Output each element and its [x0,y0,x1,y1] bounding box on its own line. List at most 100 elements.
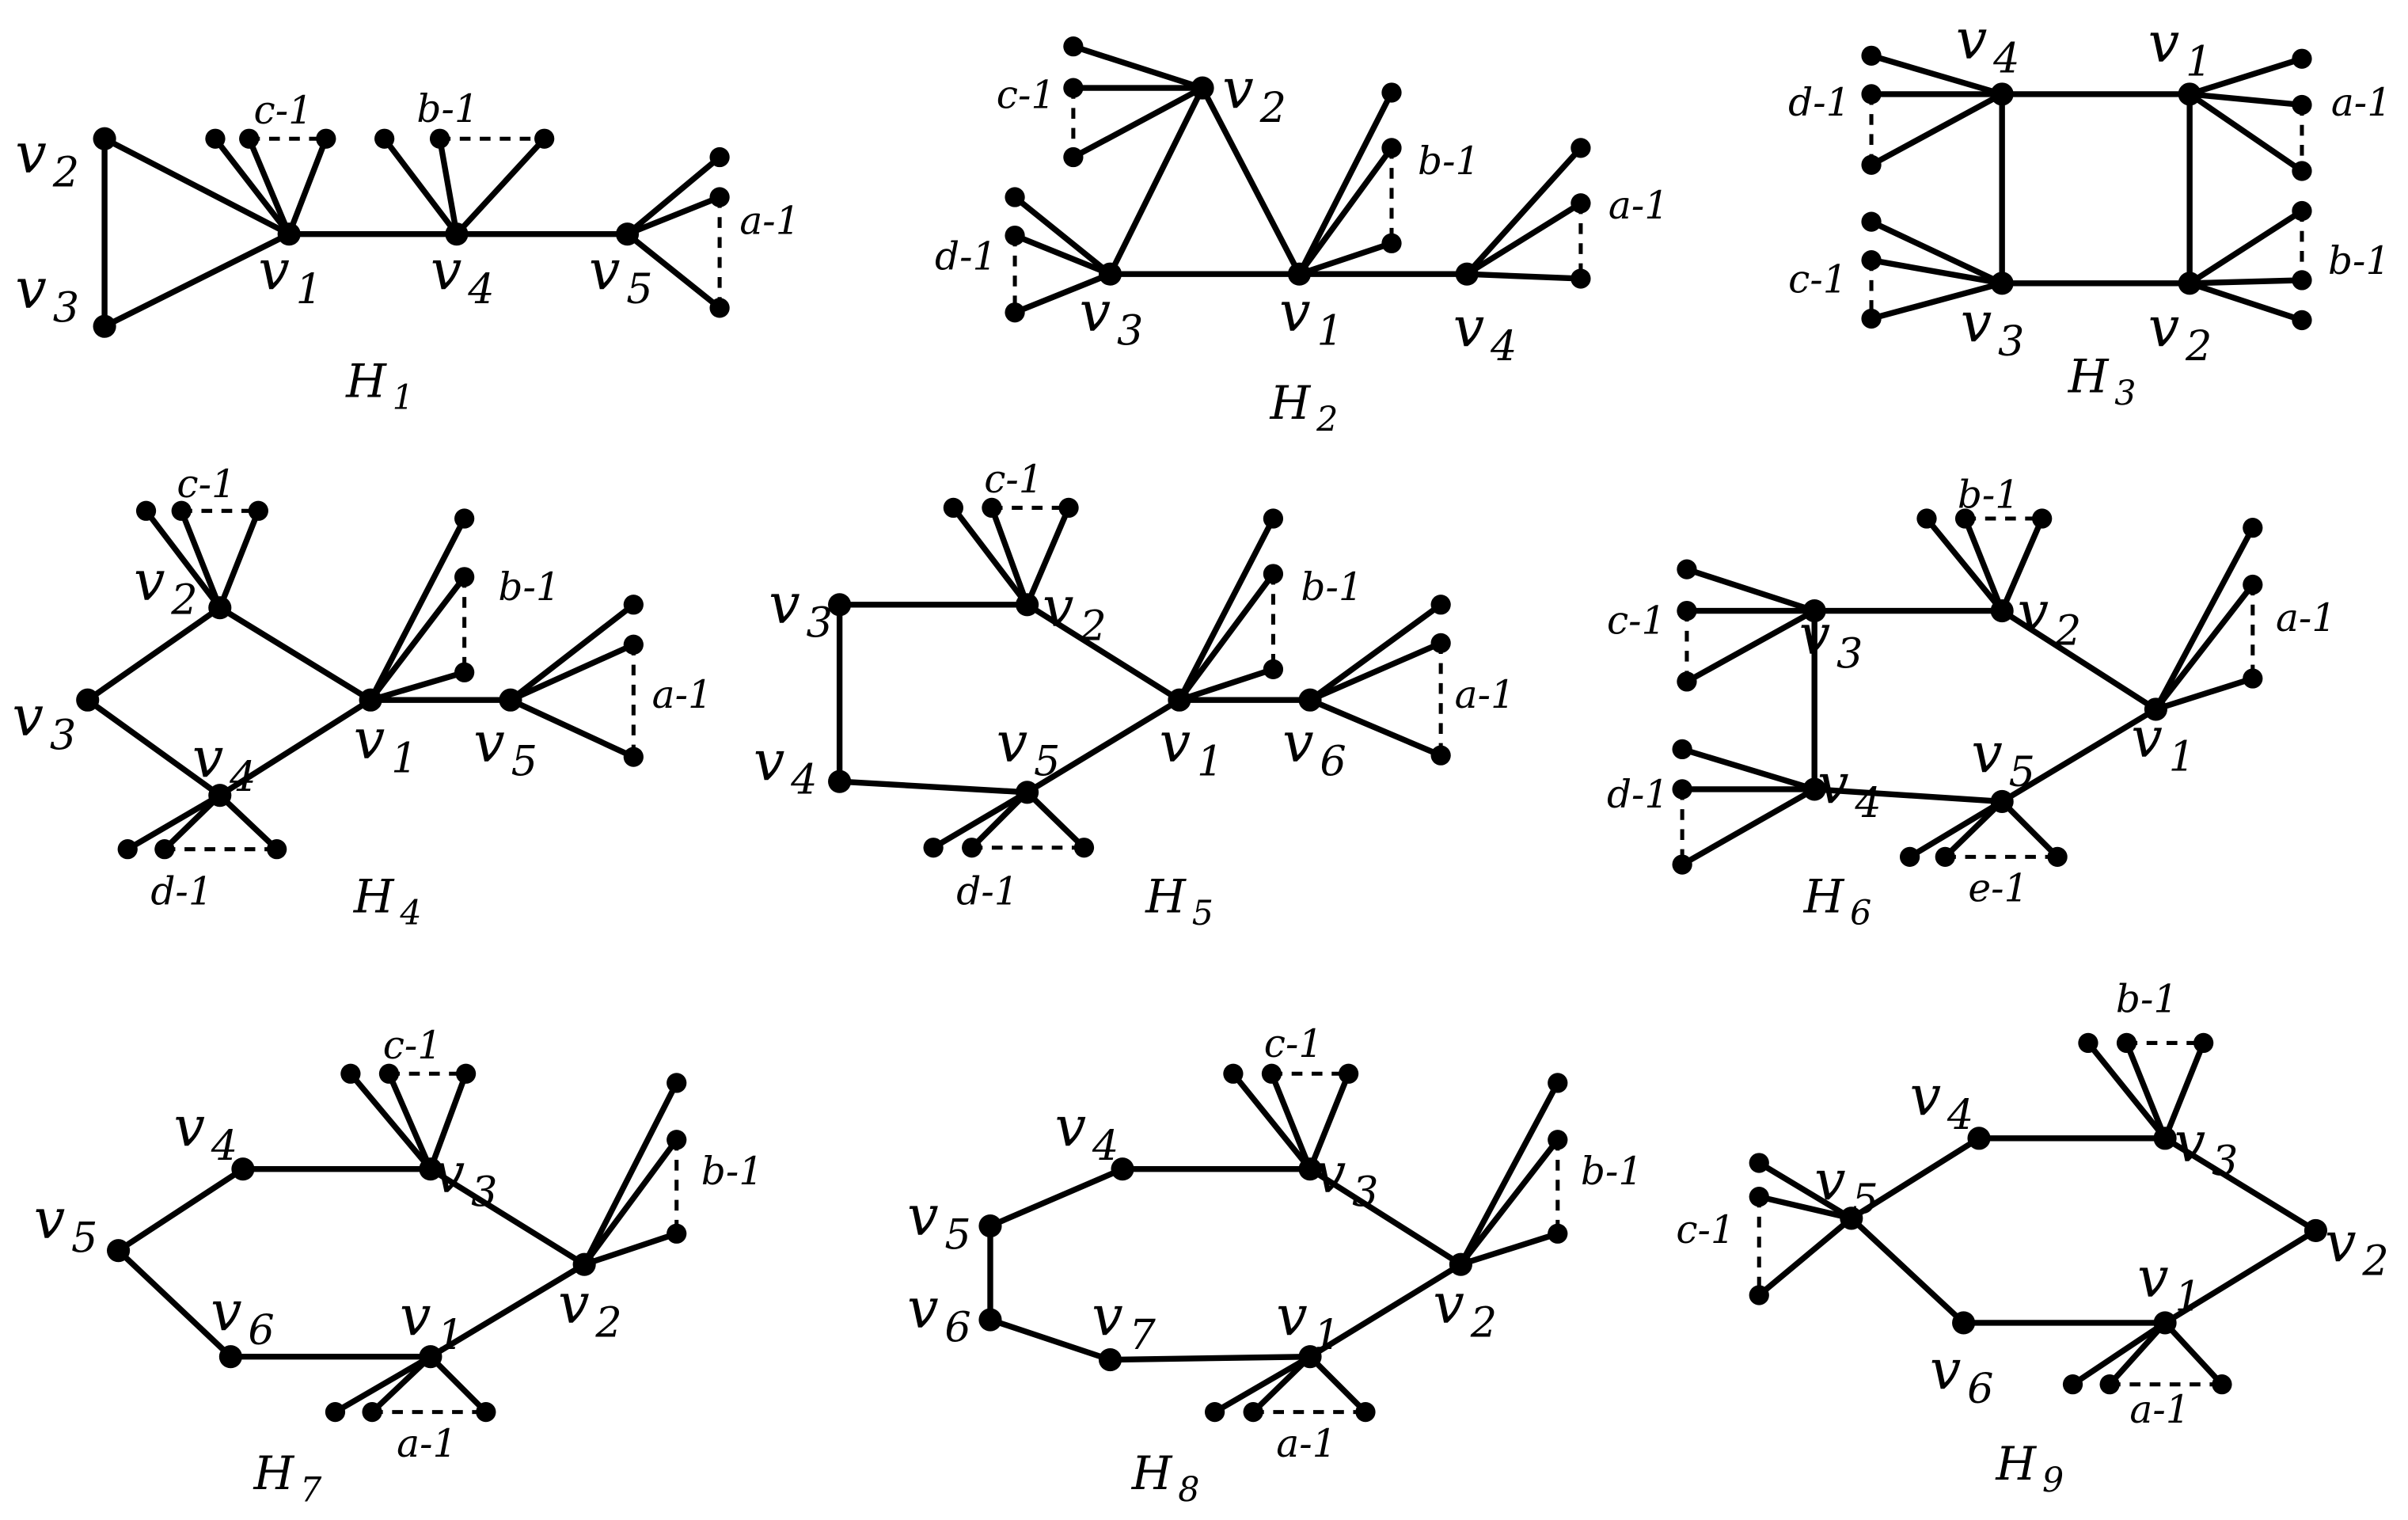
vertex-label-letter: v [1453,295,1485,359]
pendant-node [1861,211,1882,232]
pendant-node [1935,846,1955,868]
vertex-node [1098,1348,1122,1372]
pendant-node [1548,1130,1568,1150]
vertex-label-subscript: 2 [2054,606,2081,655]
vertex-label-letter: v [1971,722,2003,786]
pendant-count-label: c-1 [1676,1208,1734,1252]
pendant-node [1749,1187,1769,1207]
pendant-node [1223,1063,1244,1084]
pendant-node [667,1073,687,1093]
vertex-label-letter: v [1276,1285,1308,1349]
vertex-node [231,1157,255,1181]
vertex-label-subscript: 5 [511,737,537,785]
graph-edge [115,1247,234,1360]
pendant-node [2292,200,2312,222]
graph-edge [1070,85,1206,161]
pendant-count-label: c-1 [984,458,1043,502]
vertex-node [93,314,116,338]
graph-caption-letter: H [2068,350,2110,404]
vertex-label-letter: v [1814,1150,1846,1214]
pendant-count-label: a-1 [1276,1422,1336,1466]
vertex-node [1455,262,1479,286]
vertex-node [1990,82,2014,106]
graph-edge [1024,602,1183,703]
vertex-label-letter: v [211,1280,242,1344]
vertex-node [208,596,232,620]
pendant-node [2243,518,2263,538]
vertex-label-subscript: 4 [1947,1091,1973,1139]
pendant-node [154,839,175,860]
pendant-node [667,1223,687,1244]
vertex-label-subscript: 5 [1852,1176,1878,1224]
graph-edge [968,789,1031,851]
graph-edge [581,1137,680,1267]
vertex-label-letter: v [134,549,165,614]
pendant-node [2193,1032,2214,1054]
graph-edge [1307,1070,1352,1172]
graph-edge [369,1354,434,1416]
pendant-node [362,1402,382,1423]
graph-edge [2186,277,2305,287]
vertex-label-subscript: 3 [2212,1137,2238,1185]
vertex-label-letter: v [1930,1338,1962,1402]
pendant-node [1672,779,1692,800]
vertex-label-letter: v [1910,1065,1942,1129]
vertex-label-subscript: 2 [1259,84,1286,132]
graph-edge [348,1070,434,1172]
graph-edge [1811,786,2005,805]
vertex-node [1952,1311,1976,1335]
pendant-node [923,838,944,858]
pendant-node [1548,1073,1568,1093]
graph-edge [581,1230,680,1267]
vertex-label-subscript: 2 [1470,1298,1497,1347]
graph-edge [245,135,292,238]
graph-edge [1024,504,1072,608]
vertex-node [1298,1157,1322,1181]
pendant-count-label: b-1 [701,1150,763,1194]
graph-edge [161,792,223,853]
vertex-node [828,593,852,617]
vertex-label-letter: v [1092,1285,1123,1349]
vertex-label-letter: v [174,1096,206,1160]
pendant-count-label: b-1 [416,87,478,131]
vertex-node [2178,272,2201,295]
graph-edge [1296,89,1395,277]
vertex-label-subscript: 6 [944,1303,970,1351]
pendant-node [2032,508,2053,529]
pendant-node [1571,138,1591,158]
pendant-node [1263,564,1284,584]
vertex-node [978,1308,1002,1332]
graph-edge [1176,666,1277,703]
graph-edge [1756,1215,1855,1298]
vertex-node [93,127,116,150]
graph-edge [624,154,723,238]
vertex-label-letter: v [2174,1111,2206,1175]
vertex-label-subscript: 2 [170,576,197,624]
pendant-count-label: d-1 [1607,773,1669,817]
pendant-node [267,839,287,860]
graph-edge [1307,1261,1464,1360]
pendant-node [1749,1153,1769,1173]
vertex-node [76,688,100,712]
vertex-node [277,222,301,246]
vertex-label-subscript: 6 [248,1306,274,1355]
graph-edge [1999,798,2060,861]
vertex-node [1298,688,1322,712]
graph-edge [1307,640,1444,703]
pendant-node [1058,497,1079,519]
graph-edge [2162,1135,2319,1234]
vertex-label-letter: v [997,711,1028,775]
graph-edge [2186,91,2305,174]
